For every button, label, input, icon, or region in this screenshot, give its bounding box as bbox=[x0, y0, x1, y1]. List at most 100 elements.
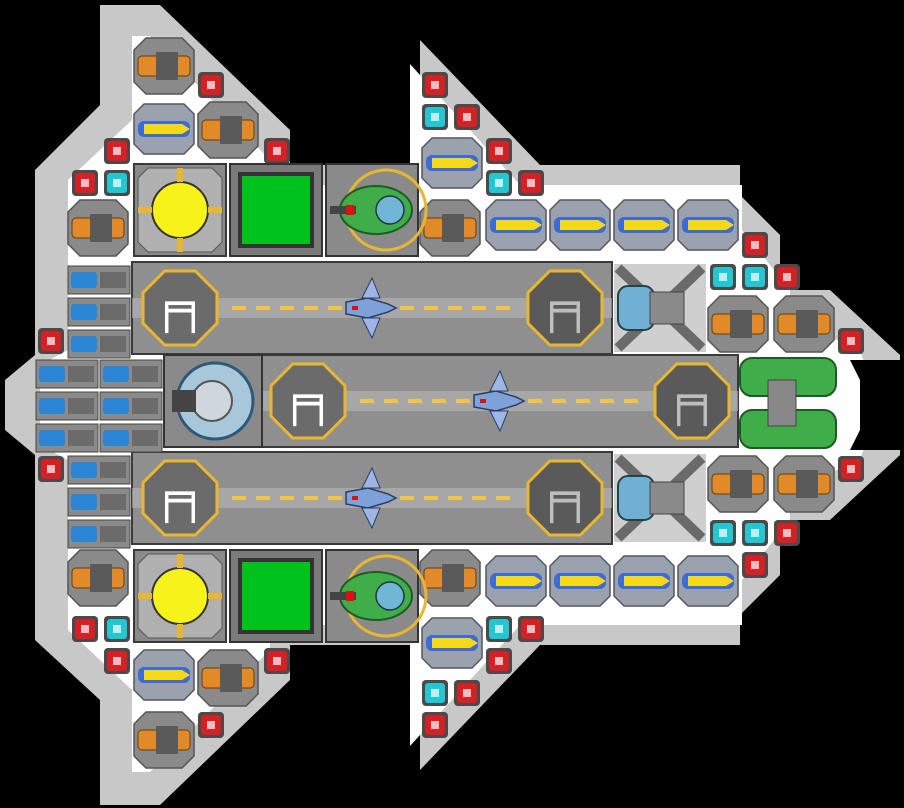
battery[interactable] bbox=[99, 359, 163, 389]
fighter-icon bbox=[473, 390, 526, 412]
missile-launcher[interactable] bbox=[549, 199, 611, 251]
fighter-lower[interactable] bbox=[345, 466, 398, 530]
shield-node-icon[interactable] bbox=[774, 264, 800, 290]
gun-pod-lower[interactable] bbox=[325, 549, 428, 643]
turret[interactable] bbox=[773, 455, 835, 513]
battery[interactable] bbox=[67, 455, 131, 485]
shield-node-icon[interactable] bbox=[422, 712, 448, 738]
missile-launcher[interactable] bbox=[133, 649, 195, 701]
shield-node-icon-center bbox=[207, 721, 215, 729]
reactor-lower[interactable] bbox=[133, 549, 227, 643]
shield-node-icon[interactable] bbox=[486, 138, 512, 164]
shield-node-icon[interactable] bbox=[72, 616, 98, 642]
engine-upper[interactable] bbox=[614, 264, 706, 352]
shield-node-icon[interactable] bbox=[486, 648, 512, 674]
shield-node-icon[interactable] bbox=[38, 328, 64, 354]
missile-body bbox=[496, 576, 542, 586]
fighter-upper[interactable] bbox=[345, 276, 398, 340]
turret[interactable] bbox=[67, 199, 129, 257]
missile-launcher[interactable] bbox=[549, 555, 611, 607]
shield-node-icon[interactable] bbox=[198, 712, 224, 738]
shield-node-icon[interactable] bbox=[742, 264, 768, 290]
turret[interactable] bbox=[707, 455, 769, 513]
shield-node-icon[interactable] bbox=[454, 104, 480, 130]
turret[interactable] bbox=[133, 37, 195, 95]
shield-node-icon[interactable] bbox=[838, 456, 864, 482]
pad-glyph: ╒╕ bbox=[666, 375, 719, 427]
turret[interactable] bbox=[133, 711, 195, 769]
shield-node-icon[interactable] bbox=[838, 328, 864, 354]
shield-node-icon[interactable] bbox=[38, 456, 64, 482]
turret[interactable] bbox=[67, 549, 129, 607]
shield-node-icon[interactable] bbox=[742, 520, 768, 546]
shield-node-icon[interactable] bbox=[72, 170, 98, 196]
gun-pod-upper[interactable] bbox=[325, 163, 428, 257]
shield-node-icon[interactable] bbox=[104, 138, 130, 164]
battery-icon bbox=[103, 430, 129, 446]
missile-launcher[interactable] bbox=[485, 555, 547, 607]
pod-dome bbox=[375, 581, 405, 611]
turret[interactable] bbox=[197, 649, 259, 707]
missile-body bbox=[432, 638, 478, 648]
green-panel-upper[interactable] bbox=[229, 163, 323, 257]
battery[interactable] bbox=[67, 519, 131, 549]
turret[interactable] bbox=[419, 199, 481, 257]
fighter-middle[interactable] bbox=[473, 369, 526, 433]
battery[interactable] bbox=[99, 423, 163, 453]
missile-launcher[interactable] bbox=[421, 137, 483, 189]
missile-launcher[interactable] bbox=[133, 103, 195, 155]
lane-dash bbox=[384, 399, 398, 403]
shield-node-icon[interactable] bbox=[518, 170, 544, 196]
battery[interactable] bbox=[35, 359, 99, 389]
shield-node-icon[interactable] bbox=[742, 232, 768, 258]
shield-node-icon[interactable] bbox=[264, 648, 290, 674]
missile-launcher[interactable] bbox=[613, 555, 675, 607]
launch-pad-lower-left[interactable]: ╒╕ bbox=[141, 459, 219, 537]
missile-launcher[interactable] bbox=[485, 199, 547, 251]
shield-node-icon[interactable] bbox=[486, 616, 512, 642]
turret[interactable] bbox=[419, 549, 481, 607]
missile-launcher[interactable] bbox=[421, 617, 483, 669]
launch-pad-upper-right[interactable]: ╒╕ bbox=[526, 269, 604, 347]
turret[interactable] bbox=[707, 295, 769, 353]
shield-node-icon[interactable] bbox=[710, 520, 736, 546]
shield-node-icon[interactable] bbox=[422, 104, 448, 130]
battery[interactable] bbox=[67, 487, 131, 517]
shield-node-icon[interactable] bbox=[486, 170, 512, 196]
missile-launcher[interactable] bbox=[677, 199, 739, 251]
shield-node-icon[interactable] bbox=[422, 680, 448, 706]
shield-node-icon[interactable] bbox=[774, 520, 800, 546]
shield-node-icon[interactable] bbox=[454, 680, 480, 706]
fuel-tanks[interactable] bbox=[739, 357, 837, 449]
launch-pad-lower-right[interactable]: ╒╕ bbox=[526, 459, 604, 537]
missile-launcher[interactable] bbox=[677, 555, 739, 607]
green-panel-lower[interactable] bbox=[229, 549, 323, 643]
engine-lower[interactable] bbox=[614, 454, 706, 542]
missile-launcher[interactable] bbox=[613, 199, 675, 251]
core-module[interactable] bbox=[163, 354, 263, 448]
shield-node-icon[interactable] bbox=[104, 616, 130, 642]
launch-pad-upper-left[interactable]: ╒╕ bbox=[141, 269, 219, 347]
engine-nozzle bbox=[649, 481, 685, 515]
shield-node-icon[interactable] bbox=[742, 552, 768, 578]
battery[interactable] bbox=[67, 297, 131, 327]
launch-pad-middle-right[interactable]: ╒╕ bbox=[653, 362, 731, 440]
battery[interactable] bbox=[35, 391, 99, 421]
shield-node-icon[interactable] bbox=[198, 72, 224, 98]
shield-node-icon[interactable] bbox=[518, 616, 544, 642]
launch-pad-middle-left[interactable]: ╒╕ bbox=[269, 362, 347, 440]
shield-node-icon[interactable] bbox=[710, 264, 736, 290]
shield-node-icon-center bbox=[495, 147, 503, 155]
shield-node-icon[interactable] bbox=[264, 138, 290, 164]
battery[interactable] bbox=[67, 265, 131, 295]
turret[interactable] bbox=[773, 295, 835, 353]
battery[interactable] bbox=[35, 423, 99, 453]
reactor-upper[interactable] bbox=[133, 163, 227, 257]
battery[interactable] bbox=[67, 329, 131, 359]
fighter-thruster bbox=[480, 399, 486, 403]
turret[interactable] bbox=[197, 101, 259, 159]
shield-node-icon[interactable] bbox=[104, 648, 130, 674]
shield-node-icon[interactable] bbox=[422, 72, 448, 98]
battery[interactable] bbox=[99, 391, 163, 421]
shield-node-icon[interactable] bbox=[104, 170, 130, 196]
